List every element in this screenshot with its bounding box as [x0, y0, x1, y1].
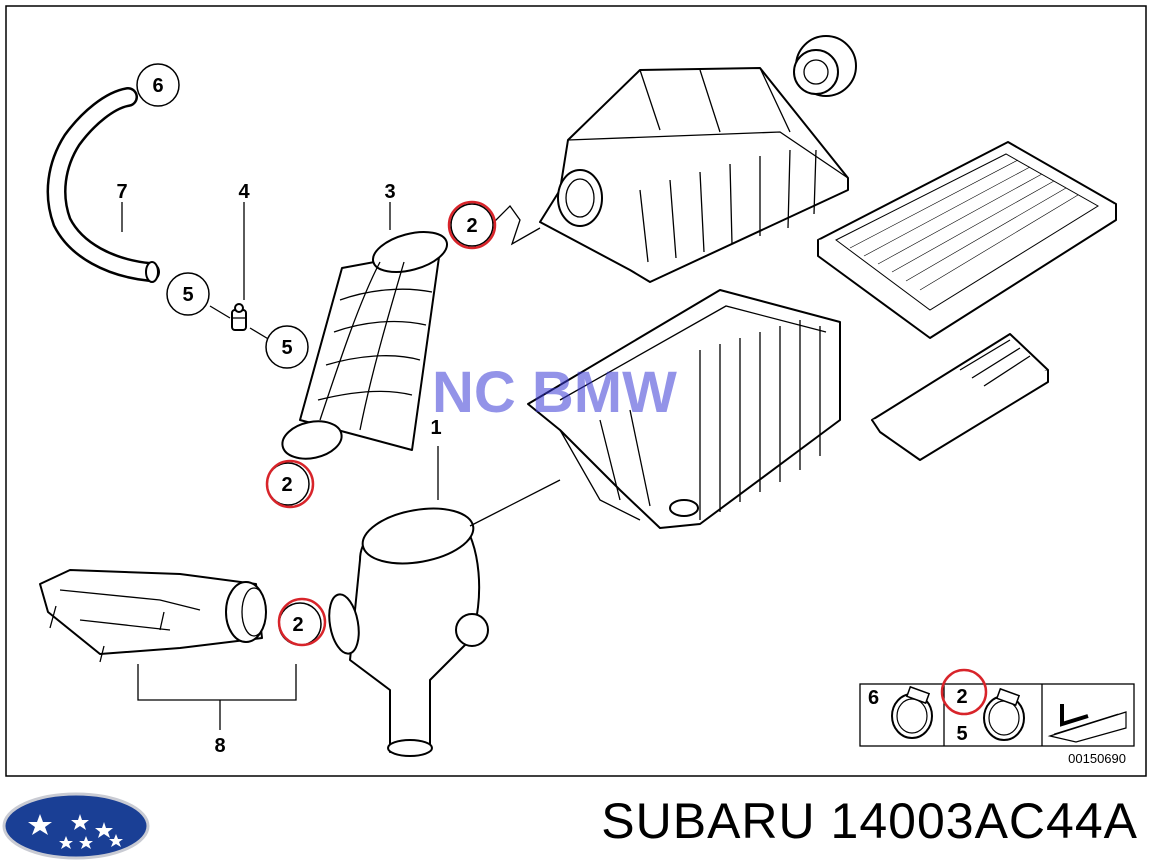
part-airbox-cover — [539, 67, 849, 283]
part-filter-element — [817, 141, 1117, 339]
svg-text:5: 5 — [281, 337, 292, 359]
watermark: NC BMW — [432, 360, 677, 425]
callout-1: 1 — [430, 417, 441, 439]
svg-text:2: 2 — [281, 474, 292, 496]
svg-text:2: 2 — [466, 215, 477, 237]
part-hose — [46, 87, 160, 283]
legend-label-2: 2 — [956, 686, 967, 708]
part-elbow-duct — [328, 507, 489, 757]
part-resonator-cover — [871, 333, 1049, 461]
part-intake-bellows — [281, 231, 448, 460]
clamp-legend: 6 2 5 — [859, 668, 1135, 747]
clamp-icon — [983, 687, 1025, 741]
cover-strip-icon — [1047, 704, 1127, 743]
part-airbox-housing — [527, 289, 841, 529]
callout-4: 4 — [238, 181, 250, 203]
brand-part-number: SUBARU 14003AC44A — [601, 793, 1138, 849]
clamp-icon — [891, 685, 933, 739]
callout-7: 7 — [116, 181, 127, 203]
callout-6: 6 — [136, 63, 180, 107]
svg-text:5: 5 — [182, 284, 193, 306]
callout-2-highlighted: 2 — [277, 597, 327, 647]
legend-label-5: 5 — [956, 723, 967, 745]
callout-5: 5 — [265, 325, 309, 369]
subaru-logo — [2, 792, 150, 860]
svg-text:2: 2 — [292, 614, 303, 636]
callout-2-highlighted: 2 — [447, 200, 497, 250]
drawing-number: 00150690 — [1068, 751, 1126, 766]
part-intake-snorkel — [39, 569, 267, 663]
callout-8: 8 — [214, 735, 225, 757]
part-grommet — [793, 35, 857, 97]
svg-text:6: 6 — [152, 75, 163, 97]
part-valve — [231, 303, 247, 331]
callout-3: 3 — [384, 181, 395, 203]
footer: SUBARU 14003AC44A — [0, 778, 1152, 864]
callout-2-highlighted: 2 — [265, 459, 315, 509]
legend-highlight-circle — [940, 668, 988, 716]
legend-label-6: 6 — [868, 687, 879, 709]
leader-lines — [121, 202, 561, 730]
callout-5: 5 — [166, 272, 210, 316]
